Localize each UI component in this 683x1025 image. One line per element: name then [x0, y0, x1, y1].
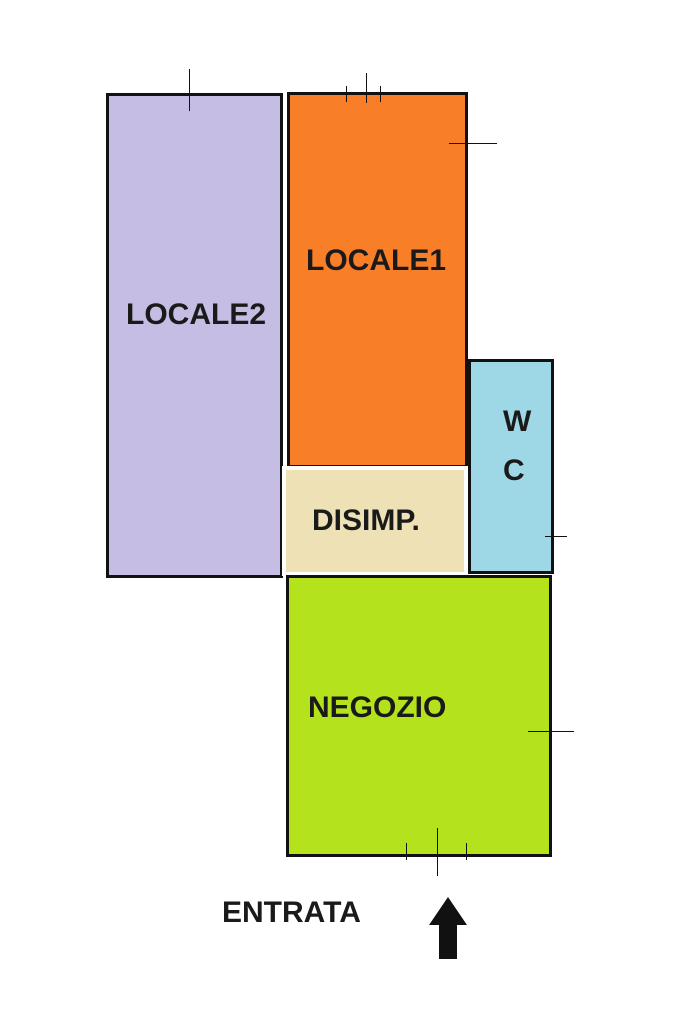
tick-mark [437, 828, 438, 876]
room-negozio [286, 575, 552, 857]
arrow-up-icon [429, 897, 467, 959]
tick-mark [366, 73, 367, 103]
tick-mark [528, 731, 574, 732]
room-label-locale1: LOCALE1 [306, 244, 447, 277]
room-wc [468, 359, 554, 574]
room-label-wc-line1: W [503, 405, 532, 438]
room-label-negozio: NEGOZIO [308, 691, 447, 724]
room-label-locale2: LOCALE2 [126, 298, 267, 331]
room-disimp [282, 466, 468, 576]
tick-mark [406, 843, 407, 860]
tick-mark [545, 536, 567, 537]
room-label-wc-line2: C [503, 454, 525, 487]
tick-mark [449, 143, 497, 144]
room-label-disimp: DISIMP. [312, 504, 420, 537]
tick-mark [189, 69, 190, 111]
tick-mark [466, 843, 467, 860]
room-locale2 [106, 93, 283, 578]
room-locale1 [287, 92, 468, 468]
tick-mark [346, 86, 347, 102]
entrance-label: ENTRATA [222, 896, 361, 929]
tick-mark [380, 86, 381, 102]
